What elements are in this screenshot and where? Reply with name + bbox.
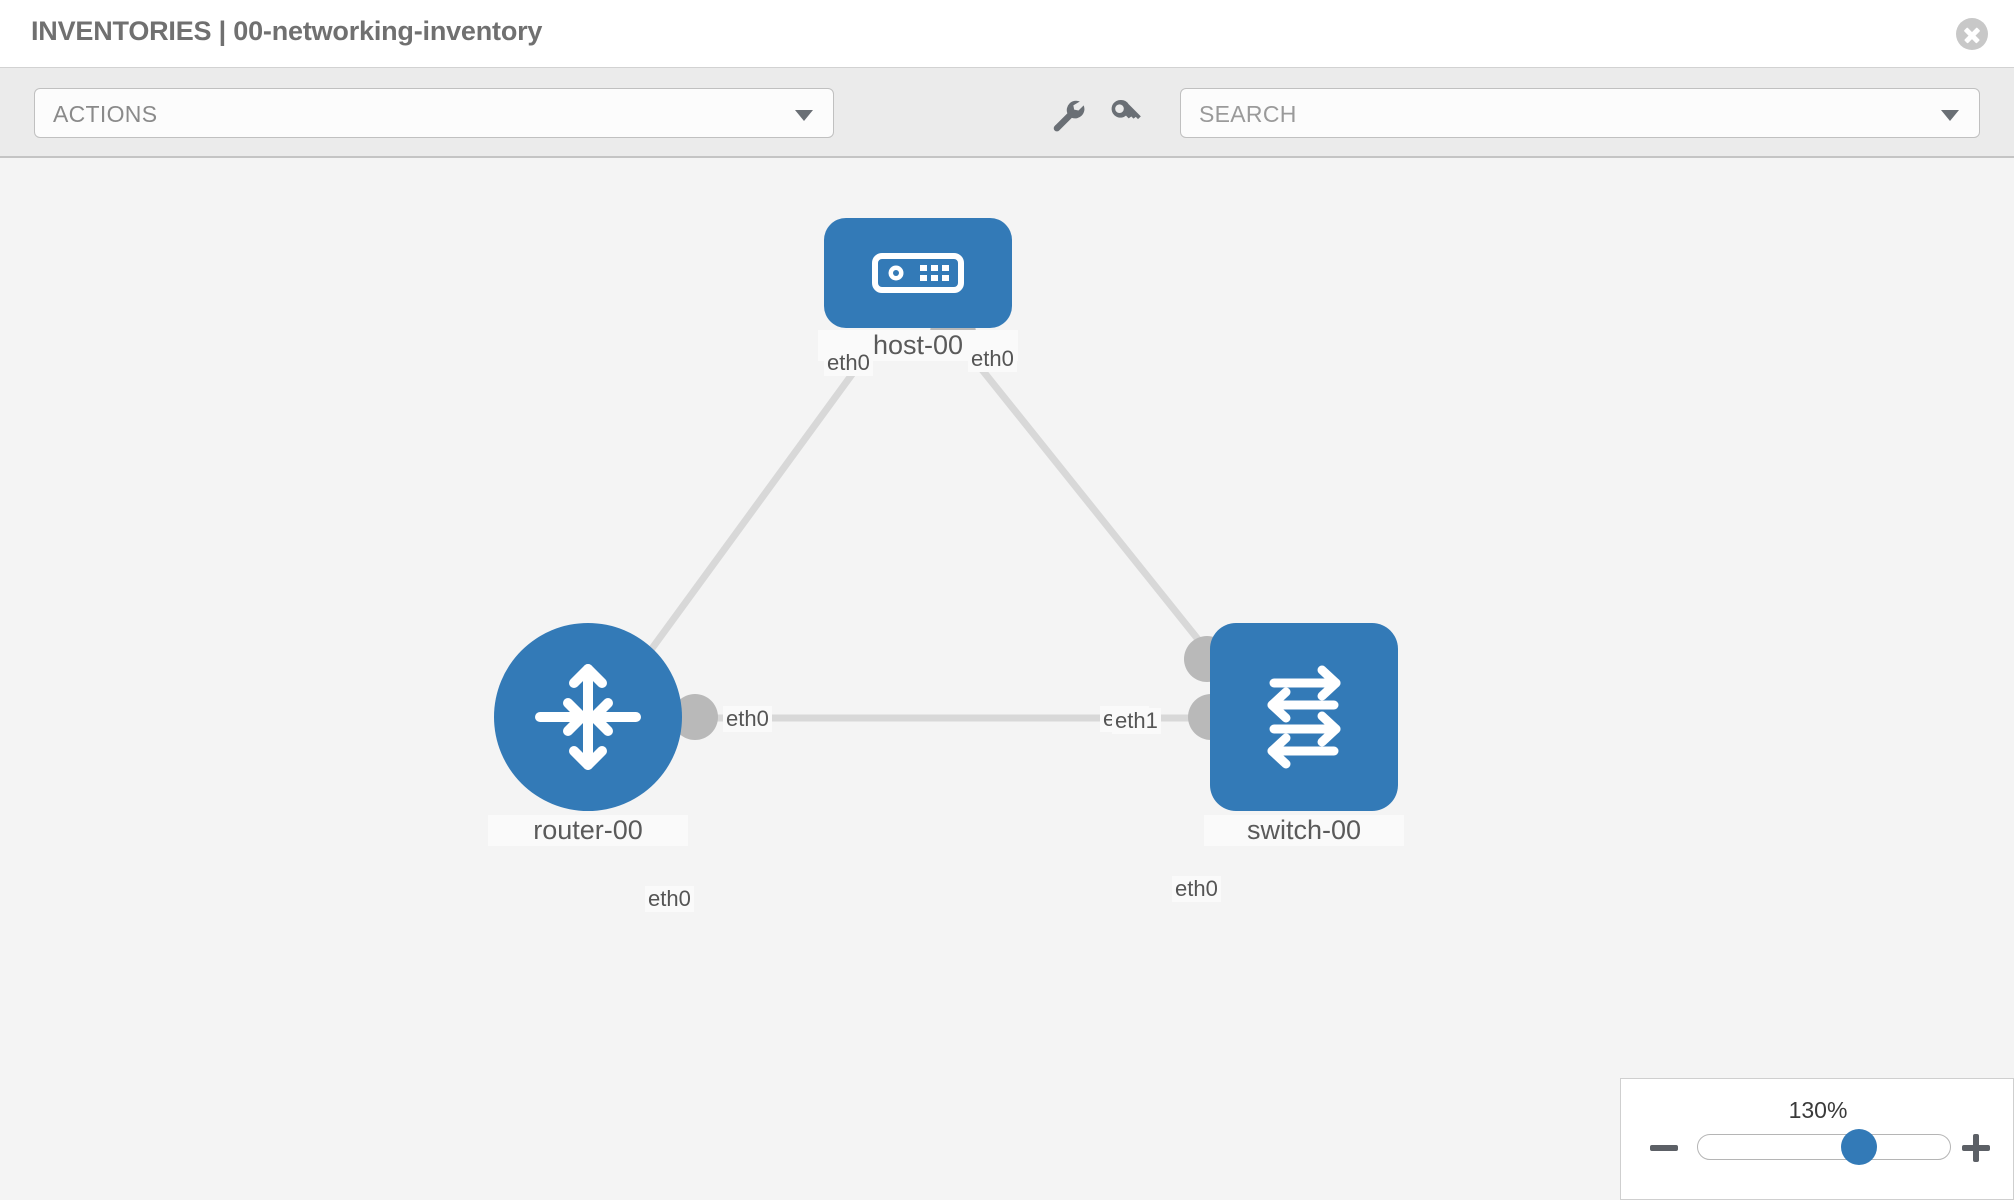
zoom-slider-track[interactable] <box>1697 1129 1951 1165</box>
actions-dropdown-label: ACTIONS <box>53 101 158 127</box>
zoom-slider-thumb[interactable] <box>1841 1129 1877 1165</box>
zoom-control-panel: 130% <box>1620 1078 2014 1200</box>
node-host-00-label: host-00 <box>818 330 1018 361</box>
window-header: INVENTORIES | 00-networking-inventory <box>0 0 2014 68</box>
chevron-down-icon[interactable] <box>1941 110 1959 121</box>
node-router-00-label: router-00 <box>488 815 688 846</box>
edge-label-host-right: eth0 <box>968 346 1017 372</box>
edge-label-router-right: eth0 <box>723 706 772 732</box>
toolbar: ACTIONS <box>0 68 2014 158</box>
close-icon[interactable] <box>1956 18 1988 50</box>
wrench-icon[interactable] <box>1046 94 1086 134</box>
edge-label-switch-left: eth1 <box>1112 708 1161 734</box>
switch-arrows-icon <box>1267 665 1341 769</box>
chevron-down-icon <box>795 110 813 121</box>
node-router-00-shape[interactable] <box>494 623 682 811</box>
zoom-out-button[interactable] <box>1647 1131 1681 1165</box>
zoom-level-label: 130% <box>1788 1097 1848 1123</box>
link-host-router <box>606 332 884 710</box>
node-switch-00-label: switch-00 <box>1204 815 1404 846</box>
router-arrows-icon <box>535 664 641 770</box>
key-icon[interactable] <box>1105 94 1145 134</box>
actions-dropdown[interactable]: ACTIONS <box>34 88 834 138</box>
edge-label-router-upper: eth0 <box>645 886 694 912</box>
search-field[interactable] <box>1180 88 1980 138</box>
zoom-in-button[interactable] <box>1959 1131 1993 1165</box>
topology-canvas[interactable]: host-00 <box>0 158 2014 1200</box>
node-switch-00-shape[interactable] <box>1210 623 1398 811</box>
page-title: INVENTORIES | 00-networking-inventory <box>31 16 543 46</box>
node-host-00-shape[interactable] <box>824 218 1012 328</box>
search-input[interactable] <box>1199 100 1919 128</box>
edge-label-switch-upper: eth0 <box>1172 876 1221 902</box>
server-icon <box>872 253 964 293</box>
edge-label-host-left: eth0 <box>824 350 873 376</box>
